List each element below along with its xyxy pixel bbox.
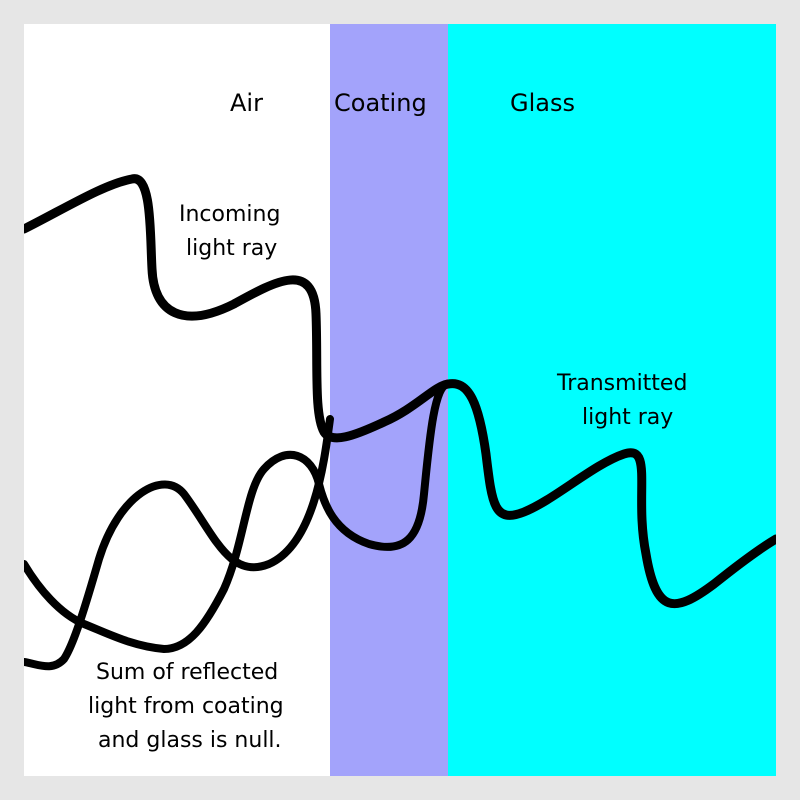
incoming-label-line1: Incoming: [179, 202, 281, 227]
reflected-label-line3: and glass is null.: [98, 728, 282, 753]
light-waves: [24, 174, 776, 671]
coating-label: Coating: [334, 89, 427, 117]
reflected-label-line2: light from coating: [88, 694, 284, 719]
transmitted-light-ray: [443, 379, 776, 609]
glass-label: Glass: [510, 89, 575, 117]
glass-region: [448, 24, 776, 776]
reflected-from-coating: [24, 415, 334, 671]
reflected-label-line1: Sum of reflected: [96, 660, 279, 685]
incoming-label-line2: light ray: [186, 236, 278, 261]
reflected-from-glass: [24, 380, 452, 653]
transmitted-label-line2: light ray: [582, 405, 674, 430]
transmitted-label-line1: Transmitted: [557, 371, 688, 396]
incoming-light-ray: [24, 174, 453, 443]
air-label: Air: [230, 89, 263, 117]
diagram-frame: Air Coating Glass Incoming light ray Tra…: [24, 24, 776, 776]
